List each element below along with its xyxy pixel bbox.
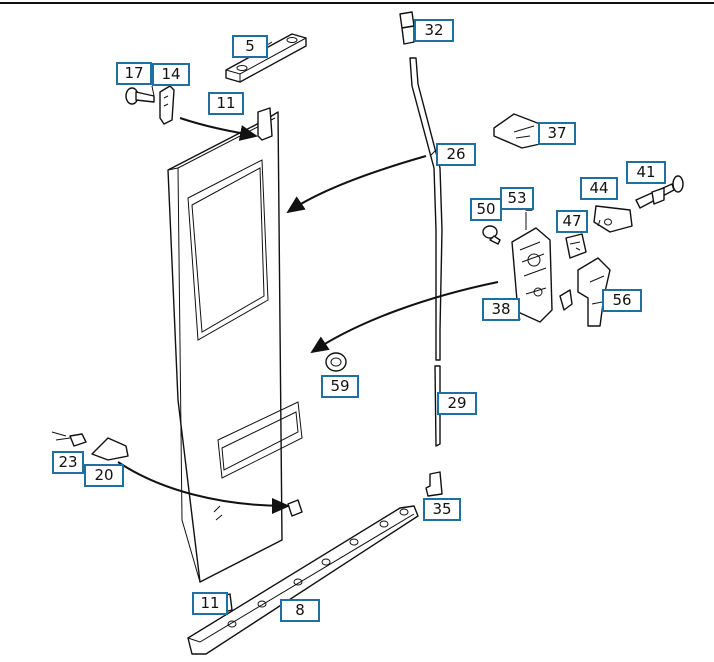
part-17-bolt xyxy=(125,87,155,105)
part-37-bracket xyxy=(493,113,541,149)
part-label-41: 41 xyxy=(626,161,666,184)
part-label-23: 23 xyxy=(52,451,84,474)
assembly-arrows xyxy=(117,117,499,514)
part-41-bolt xyxy=(635,175,684,209)
part-label-35: 35 xyxy=(423,498,461,521)
part-label-14: 14 xyxy=(152,63,190,86)
part-label-47: 47 xyxy=(556,210,588,233)
part-23-pin xyxy=(51,431,87,447)
part-label-44: 44 xyxy=(580,177,618,200)
part-label-38: 38 xyxy=(482,298,520,321)
part-label-5: 5 xyxy=(232,35,268,58)
door-hinge-bracket xyxy=(257,107,273,141)
part-label-20: 20 xyxy=(84,464,124,487)
part-label-37: 37 xyxy=(538,122,576,145)
part-label-11-bottom: 11 xyxy=(192,592,228,615)
part-label-32: 32 xyxy=(414,19,454,42)
part-label-56: 56 xyxy=(602,289,642,312)
part-label-29: 29 xyxy=(437,392,477,415)
part-35-clip xyxy=(425,471,443,497)
part-32-knob xyxy=(399,11,415,45)
part-label-26: 26 xyxy=(436,143,476,166)
part-label-11-top: 11 xyxy=(208,92,244,115)
door-panel xyxy=(167,111,303,583)
part-59-clip xyxy=(325,352,347,372)
part-14-clip xyxy=(159,85,175,125)
part-47-block xyxy=(565,233,587,259)
part-50-screw xyxy=(482,225,501,245)
part-label-17: 17 xyxy=(116,62,152,85)
part-label-53: 53 xyxy=(500,187,534,210)
part-label-59: 59 xyxy=(321,375,359,398)
part-44-plate xyxy=(593,205,633,233)
part-label-8: 8 xyxy=(280,599,320,622)
part-5-plate xyxy=(225,33,307,83)
door-lower-clip xyxy=(287,499,303,517)
part-26-rod xyxy=(409,57,443,361)
part-8-sill-strip xyxy=(187,505,419,655)
part-label-50: 50 xyxy=(470,198,502,221)
part-20-bracket xyxy=(91,437,129,461)
